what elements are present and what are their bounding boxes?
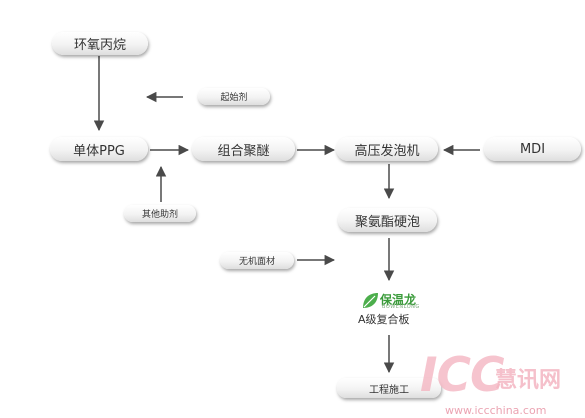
watermark-brand: ICC — [420, 348, 504, 403]
logo-subtitle: BOWENLONG — [382, 304, 420, 310]
watermark-name: 慧讯网 — [495, 368, 562, 393]
node-mdi-label: MDI — [519, 141, 546, 157]
node-pu-rigid-foam-label: 聚氨酯硬泡 — [354, 214, 420, 230]
node-monomer-ppg: 单体PPG — [50, 137, 148, 161]
node-class-a-composite-board-label: A级复合板 — [358, 313, 410, 326]
node-inorganic-facing: 无机面材 — [220, 252, 294, 269]
node-high-pressure-foamer-label: 高压发泡机 — [354, 143, 420, 159]
watermark-url: www.iccchina.com — [445, 404, 547, 417]
node-pu-rigid-foam: 聚氨酯硬泡 — [338, 208, 437, 232]
node-other-auxiliaries-label: 其他助剂 — [141, 210, 178, 220]
logo-name: 保温龙 — [380, 293, 417, 307]
node-monomer-ppg-label: 单体PPG — [73, 143, 125, 159]
node-construction-label: 工程施工 — [369, 384, 409, 396]
node-class-a-composite-board: A级复合板 — [358, 311, 410, 327]
node-construction: 工程施工 — [337, 378, 441, 398]
node-inorganic-facing-label: 无机面材 — [238, 257, 275, 267]
leaf-icon — [363, 293, 378, 308]
node-other-auxiliaries: 其他助剂 — [124, 205, 196, 222]
node-combined-polyether-label: 组合聚醚 — [217, 143, 270, 159]
node-mdi: MDI — [484, 137, 581, 161]
node-epoxypropane-label: 环氧丙烷 — [73, 38, 126, 53]
node-high-pressure-foamer: 高压发泡机 — [336, 137, 438, 161]
node-combined-polyether: 组合聚醚 — [192, 137, 295, 161]
node-initiator: 起始剂 — [198, 88, 270, 105]
bowenlong-logo: 保温龙 BOWENLONG — [360, 291, 420, 323]
node-initiator-label: 起始剂 — [220, 93, 248, 103]
node-epoxypropane: 环氧丙烷 — [52, 32, 148, 55]
